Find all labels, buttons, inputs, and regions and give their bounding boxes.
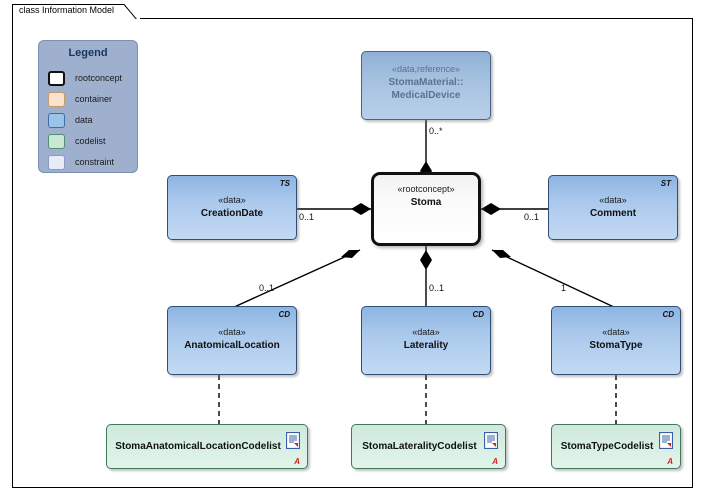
- node-stomatype-type-tag: CD: [662, 310, 674, 319]
- node-medicaldevice-name-line2: MedicalDevice: [391, 90, 461, 101]
- node-medicaldevice-stereotype: «data,reference»: [391, 64, 461, 74]
- multiplicity-stomatype: 1: [561, 283, 567, 293]
- node-laterality-stereotype: «data»: [412, 327, 440, 337]
- legend-item-rootconcept: rootconcept: [48, 68, 133, 88]
- multiplicity-anatomicallocation: 0..1: [259, 283, 275, 293]
- node-anatomicallocationcodelist-marker: A: [294, 457, 300, 466]
- diagram-frame: [12, 18, 693, 488]
- legend-item-data: data: [48, 110, 133, 130]
- legend-swatch-constraint: [48, 154, 65, 170]
- node-stomatype-stereotype: «data»: [602, 327, 630, 337]
- node-anatomicallocationcodelist[interactable]: StomaAnatomicalLocationCodelist A: [106, 424, 308, 469]
- node-anatomicallocation-stereotype: «data»: [218, 327, 246, 337]
- document-icon: [286, 432, 300, 449]
- node-medicaldevice[interactable]: «data,reference» StomaMaterial:: Medical…: [361, 51, 491, 120]
- diagram-title-tab-fold: [124, 4, 140, 19]
- node-laterality-type-tag: CD: [472, 310, 484, 319]
- legend-swatch-data: [48, 112, 65, 128]
- node-stomatype-name: StomaType: [589, 340, 643, 351]
- node-creationdate-type-tag: TS: [279, 179, 290, 188]
- node-creationdate[interactable]: TS «data» CreationDate: [167, 175, 297, 240]
- multiplicity-medicaldevice: 0..*: [429, 126, 443, 136]
- legend-swatch-rootconcept: [48, 70, 65, 86]
- node-comment-name: Comment: [589, 208, 637, 219]
- legend-label-codelist: codelist: [75, 136, 106, 146]
- node-lateralitycodelist-marker: A: [492, 457, 498, 466]
- node-anatomicallocation[interactable]: CD «data» AnatomicalLocation: [167, 306, 297, 375]
- node-medicaldevice-name-line1: StomaMaterial::: [388, 77, 464, 88]
- diagram-title-tab: [12, 4, 125, 19]
- legend-item-codelist: codelist: [48, 131, 133, 151]
- document-icon: [484, 432, 498, 449]
- legend-label-container: container: [75, 94, 113, 104]
- legend-label-data: data: [75, 115, 93, 125]
- node-lateralitycodelist[interactable]: StomaLateralityCodelist A: [351, 424, 506, 469]
- legend-item-constraint: constraint: [48, 152, 133, 172]
- multiplicity-comment: 0..1: [524, 212, 540, 222]
- node-stomatypecodelist-label-wrap: StomaTypeCodelist: [560, 425, 654, 468]
- node-stoma-stereotype: «rootconcept»: [397, 184, 455, 194]
- legend-label-rootconcept: rootconcept: [75, 73, 123, 83]
- node-lateralitycodelist-name: StomaLateralityCodelist: [362, 441, 477, 452]
- node-creationdate-name: CreationDate: [200, 208, 264, 219]
- node-stomatypecodelist-marker: A: [667, 457, 673, 466]
- node-anatomicallocationcodelist-label-wrap: StomaAnatomicalLocationCodelist: [115, 425, 281, 468]
- node-lateralitycodelist-label-wrap: StomaLateralityCodelist: [360, 425, 479, 468]
- node-stomatypecodelist-name: StomaTypeCodelist: [560, 441, 654, 452]
- legend-swatch-container: [48, 91, 65, 107]
- node-comment[interactable]: ST «data» Comment: [548, 175, 678, 240]
- node-anatomicallocationcodelist-name: StomaAnatomicalLocationCodelist: [115, 441, 281, 452]
- legend-panel: Legend rootconcept container data codeli…: [38, 40, 138, 173]
- node-stomatype[interactable]: CD «data» StomaType: [551, 306, 681, 375]
- legend-label-constraint: constraint: [75, 157, 115, 167]
- node-creationdate-stereotype: «data»: [218, 195, 246, 205]
- legend-items: rootconcept container data codelist cons…: [48, 68, 133, 173]
- node-comment-stereotype: «data»: [599, 195, 627, 205]
- node-anatomicallocation-name: AnatomicalLocation: [184, 340, 280, 351]
- node-stoma[interactable]: «rootconcept» Stoma: [371, 172, 481, 246]
- multiplicity-laterality: 0..1: [429, 283, 445, 293]
- diagram-title: class Information Model: [19, 5, 115, 15]
- node-stomatypecodelist[interactable]: StomaTypeCodelist A: [551, 424, 681, 469]
- legend-title: Legend: [68, 47, 108, 59]
- legend-swatch-codelist: [48, 133, 65, 149]
- node-comment-type-tag: ST: [660, 179, 671, 188]
- multiplicity-creationdate: 0..1: [299, 212, 315, 222]
- node-laterality-name: Laterality: [403, 340, 449, 351]
- document-icon: [659, 432, 673, 449]
- node-laterality[interactable]: CD «data» Laterality: [361, 306, 491, 375]
- node-anatomicallocation-type-tag: CD: [278, 310, 290, 319]
- legend-item-container: container: [48, 89, 133, 109]
- node-stoma-name: Stoma: [410, 197, 442, 208]
